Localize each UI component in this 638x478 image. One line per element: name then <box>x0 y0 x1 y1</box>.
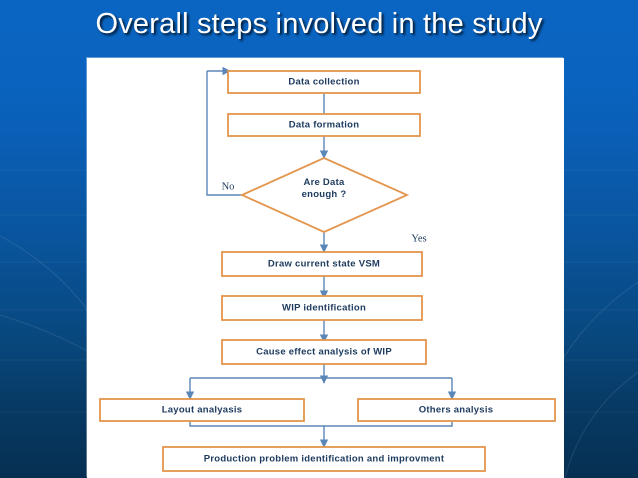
flow-routing-lines <box>189 71 453 427</box>
node-cause-effect-analysis <box>221 339 427 365</box>
node-others-analysis <box>357 398 556 422</box>
flow-node-shapes <box>99 70 556 472</box>
flowchart-canvas <box>99 66 556 472</box>
line-no-feedback <box>206 71 242 196</box>
flow-connectors <box>185 66 457 448</box>
node-production-problem <box>162 446 486 472</box>
line-merge-bar <box>189 419 453 427</box>
page-title: Overall steps involved in the study <box>95 8 543 40</box>
node-are-data-enough <box>239 157 410 233</box>
node-wip-identification <box>221 295 423 321</box>
node-draw-current-state-vsm <box>221 251 423 277</box>
node-data-collection <box>227 70 421 94</box>
node-layout-analyasis <box>99 398 305 422</box>
node-data-formation <box>227 113 421 137</box>
slide-content-panel: Data collection Data formation Are Data … <box>87 58 564 478</box>
